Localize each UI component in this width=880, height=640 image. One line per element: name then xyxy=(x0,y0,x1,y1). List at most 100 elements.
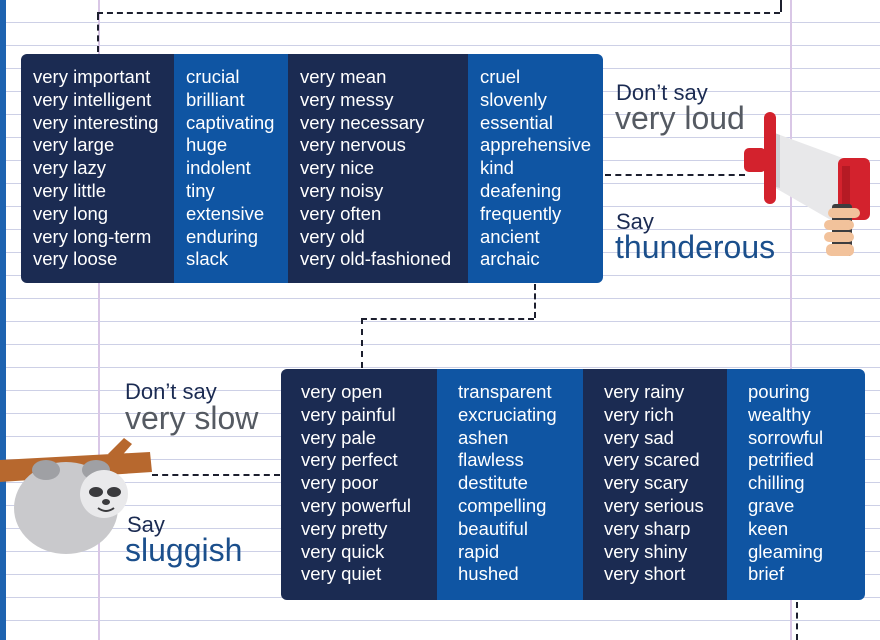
top-dont-say-label: Don’t say xyxy=(616,80,708,105)
list-item: gleaming xyxy=(748,540,824,562)
bottom-column-2: transparent excruciating ashen flawless … xyxy=(437,369,583,600)
list-item: captivating xyxy=(186,111,275,133)
list-item: very pale xyxy=(301,426,377,448)
list-item: very intelligent xyxy=(33,88,152,110)
list-item: enduring xyxy=(186,225,259,247)
list-item: pouring xyxy=(748,381,810,402)
list-item: deafening xyxy=(480,179,562,201)
list-item: brief xyxy=(748,563,784,585)
list-item: sorrowful xyxy=(748,426,824,448)
bottom-replacement-label: sluggish xyxy=(125,532,243,568)
list-item: very rainy xyxy=(604,381,685,402)
page-left-border xyxy=(0,0,6,640)
top-phrase-label: very loud xyxy=(615,100,745,136)
top-word-panel: very important very intelligent very int… xyxy=(21,54,603,283)
connector-middle-horizontal xyxy=(361,318,534,320)
list-item: very painful xyxy=(301,403,396,425)
list-item: beautiful xyxy=(458,517,528,539)
list-item: essential xyxy=(480,111,554,133)
list-item: tiny xyxy=(186,179,215,201)
list-item: archaic xyxy=(480,248,540,270)
top-column-1: very important very intelligent very int… xyxy=(21,54,174,283)
list-item: very poor xyxy=(301,472,379,494)
top-say-label: Say xyxy=(616,209,654,234)
list-item: very serious xyxy=(604,494,704,516)
list-item: very mean xyxy=(300,66,387,87)
list-item: very old-fashioned xyxy=(300,248,452,270)
bottom-say-label: Say xyxy=(127,512,165,537)
connector-bottom-vertical xyxy=(796,602,798,640)
list-item: hushed xyxy=(458,563,519,585)
list-item: slack xyxy=(186,248,229,270)
bottom-dont-say-label: Don’t say xyxy=(125,379,217,404)
list-item: very necessary xyxy=(300,111,425,133)
list-item: extensive xyxy=(186,202,265,224)
sloth-icon xyxy=(0,438,152,554)
list-item: very large xyxy=(33,134,115,156)
list-item: excruciating xyxy=(458,403,557,425)
list-item: very open xyxy=(301,381,383,402)
top-column-2: crucial brilliant captivating huge indol… xyxy=(174,54,288,283)
list-item: very sad xyxy=(604,426,674,448)
connector-megaphone xyxy=(605,174,745,176)
list-item: flawless xyxy=(458,449,524,471)
list-item: huge xyxy=(186,134,228,156)
list-item: very nervous xyxy=(300,134,406,156)
list-item: petrified xyxy=(748,449,814,471)
connector-sloth xyxy=(152,474,280,476)
list-item: very old xyxy=(300,225,365,247)
list-item: very important xyxy=(33,66,151,87)
megaphone-icon xyxy=(744,112,870,256)
list-item: very sharp xyxy=(604,517,691,539)
list-item: compelling xyxy=(458,494,547,516)
connector-middle-vertical-b xyxy=(361,318,363,368)
list-item: very noisy xyxy=(300,179,384,201)
list-item: brilliant xyxy=(186,88,245,110)
list-item: very messy xyxy=(300,88,394,110)
bottom-phrase-label: very slow xyxy=(125,400,259,436)
list-item: wealthy xyxy=(748,403,811,425)
list-item: cruel xyxy=(480,66,521,87)
list-item: very scary xyxy=(604,472,689,494)
connector-middle-vertical-a xyxy=(534,284,536,318)
list-item: very long xyxy=(33,202,109,224)
bottom-column-4: pouring wealthy sorrowful petrified chil… xyxy=(727,369,865,600)
list-item: transparent xyxy=(458,381,552,402)
list-item: very little xyxy=(33,179,106,201)
list-item: very quick xyxy=(301,540,385,562)
list-item: rapid xyxy=(458,540,500,562)
list-item: grave xyxy=(748,494,795,516)
bottom-word-panel: very open very painful very pale very pe… xyxy=(281,369,865,600)
top-column-4: cruel slovenly essential apprehensive ki… xyxy=(468,54,603,283)
bottom-column-3: very rainy very rich very sad very scare… xyxy=(583,369,727,600)
list-item: very quiet xyxy=(301,563,382,585)
list-item: chilling xyxy=(748,472,805,494)
connector-top-to-edge xyxy=(780,0,782,12)
top-column-3: very mean very messy very necessary very… xyxy=(288,54,468,283)
list-item: ancient xyxy=(480,225,540,247)
list-item: very loose xyxy=(33,248,118,270)
list-item: very perfect xyxy=(301,449,398,471)
bottom-column-1: very open very painful very pale very pe… xyxy=(281,369,437,600)
list-item: kind xyxy=(480,157,514,179)
list-item: frequently xyxy=(480,202,562,224)
list-item: very shiny xyxy=(604,540,688,562)
list-item: very nice xyxy=(300,157,375,179)
list-item: apprehensive xyxy=(480,134,592,156)
connector-top-horizontal xyxy=(97,12,780,14)
list-item: keen xyxy=(748,517,789,539)
list-item: very interesting xyxy=(33,111,159,133)
list-item: very powerful xyxy=(301,494,412,516)
list-item: very rich xyxy=(604,403,674,425)
list-item: slovenly xyxy=(480,88,547,110)
top-replacement-label: thunderous xyxy=(615,229,776,265)
list-item: crucial xyxy=(186,66,240,87)
list-item: very short xyxy=(604,563,686,585)
list-item: very long-term xyxy=(33,225,152,247)
list-item: very lazy xyxy=(33,157,106,179)
list-item: indolent xyxy=(186,157,251,179)
list-item: very scared xyxy=(604,449,700,471)
list-item: very often xyxy=(300,202,382,224)
list-item: ashen xyxy=(458,426,509,448)
connector-top-vertical xyxy=(97,14,99,52)
